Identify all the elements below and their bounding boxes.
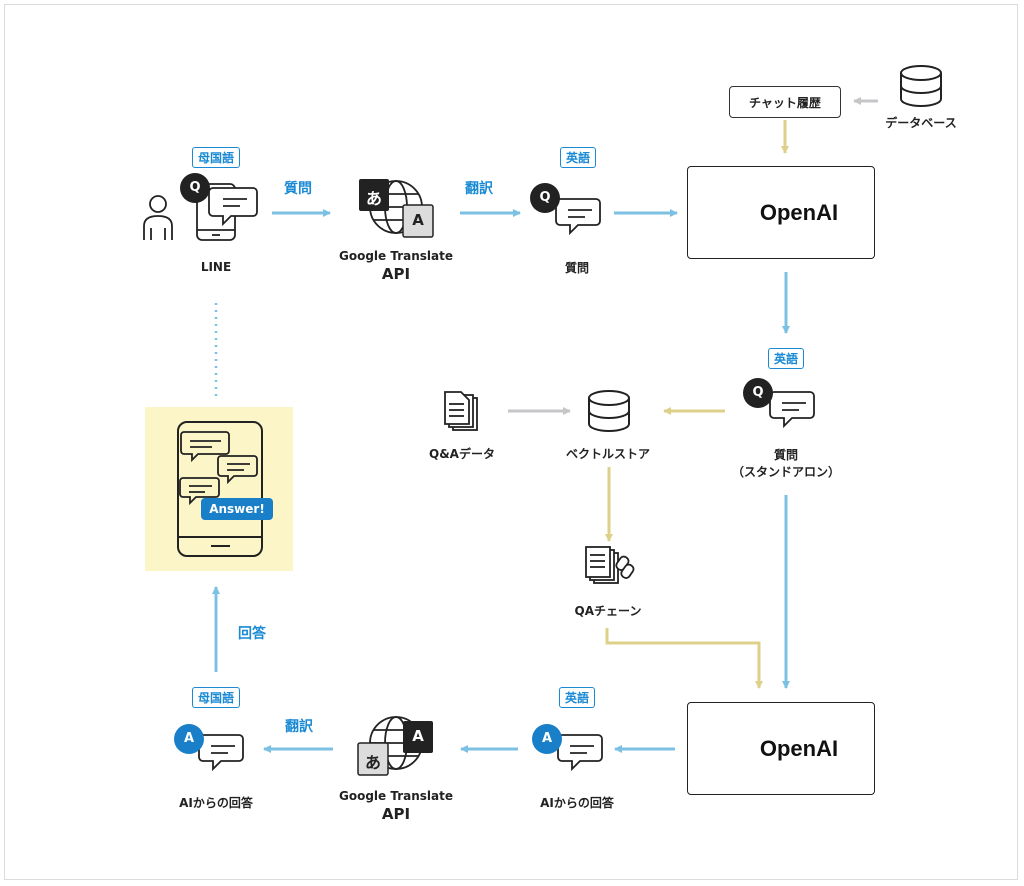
arrow-qachain-to-openai xyxy=(605,628,763,689)
standalone-question-label: 質問 xyxy=(773,448,799,462)
google-translate-label: Google Translate xyxy=(338,249,454,263)
japanese-char-glyph: あ xyxy=(365,189,383,208)
chat-history-box: チャット履歴 xyxy=(729,86,841,118)
answer-bubble-icon xyxy=(198,734,244,772)
latin-char-glyph: A xyxy=(412,727,424,745)
latin-char-tile-icon xyxy=(403,721,433,753)
openai-label: OpenAI xyxy=(759,199,839,225)
native-language-tag: 母国語 xyxy=(191,147,241,168)
question-bubble-icon xyxy=(769,391,815,429)
google-translate-label: Google Translate xyxy=(338,789,454,803)
api-label: API xyxy=(381,265,411,283)
qa-data-label: Q&Aデータ xyxy=(429,447,495,461)
answer-bubble-badge: Answer! xyxy=(201,498,273,520)
document-link-icon xyxy=(585,546,635,584)
diagram-frame xyxy=(4,4,1018,880)
standalone-question-sublabel: （スタンドアロン） xyxy=(731,465,841,479)
database-icon xyxy=(900,65,942,107)
edge-label-translate: 翻訳 xyxy=(285,719,313,735)
q-badge-glyph: Q xyxy=(189,180,201,195)
latin-char-glyph: A xyxy=(412,211,424,229)
japanese-char-tile-icon xyxy=(357,742,389,776)
person-icon xyxy=(143,195,173,240)
q-badge-glyph: Q xyxy=(539,190,551,205)
edge-label-question: 質問 xyxy=(284,181,312,197)
phone-chat-icon xyxy=(177,421,263,557)
japanese-char-glyph: あ xyxy=(364,753,382,772)
document-stack-icon xyxy=(444,391,478,431)
a-badge-icon xyxy=(174,724,204,754)
vector-database-icon xyxy=(588,390,630,432)
q-badge-glyph: Q xyxy=(752,385,764,400)
ai-answer-label: AIからの回答 xyxy=(540,796,614,810)
api-label: API xyxy=(381,805,411,823)
openai-label: OpenAI xyxy=(759,735,839,761)
native-language-tag: 母国語 xyxy=(191,687,241,708)
question-label: 質問 xyxy=(564,261,590,275)
english-tag: 英語 xyxy=(767,348,805,369)
chat-messages-icon xyxy=(179,431,258,506)
a-badge-glyph: A xyxy=(541,731,553,746)
edge-label-translate: 翻訳 xyxy=(465,181,493,197)
openai-bottom-box: OpenAI xyxy=(687,702,875,795)
a-badge-glyph: A xyxy=(183,731,195,746)
q-badge-icon xyxy=(180,173,210,203)
a-badge-icon xyxy=(532,724,562,754)
openai-top-box: OpenAI xyxy=(687,166,875,259)
answer-bubble-icon xyxy=(557,734,603,772)
english-tag: 英語 xyxy=(558,687,596,708)
ai-answer-native-label: AIからの回答 xyxy=(179,796,253,810)
question-bubble-icon xyxy=(555,198,601,236)
database-label: データベース xyxy=(885,116,957,130)
q-badge-icon xyxy=(530,183,560,213)
latin-char-tile-icon xyxy=(402,204,434,238)
line-label: LINE xyxy=(200,260,232,274)
qa-chain-label: QAチェーン xyxy=(574,604,642,618)
english-tag: 英語 xyxy=(559,147,597,168)
q-badge-icon xyxy=(743,378,773,408)
vector-store-label: ベクトルストア xyxy=(565,447,651,461)
edge-label-answer: 回答 xyxy=(238,626,266,642)
japanese-char-tile-icon xyxy=(359,179,389,211)
